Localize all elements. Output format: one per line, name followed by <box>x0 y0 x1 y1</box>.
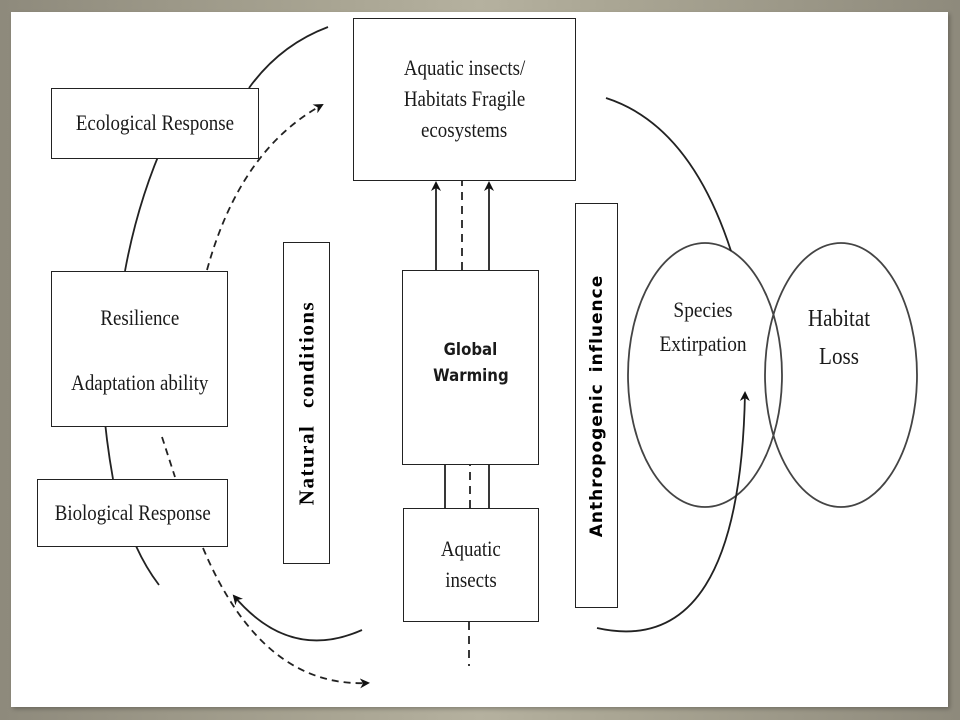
arc-eco-to-top <box>248 26 329 89</box>
ecological-response-label: Ecological Response <box>75 110 235 136</box>
aquatic-habitats-line-3: ecosystems <box>421 116 508 142</box>
habitat-label: Habitat <box>807 306 871 332</box>
resilience-box: Resilience Adaptation ability <box>51 271 228 427</box>
species-label: Species <box>673 297 733 322</box>
species-extirpation-label: Species Extirpation <box>659 293 746 361</box>
dashed-resilience-to-bio <box>161 436 176 478</box>
ecological-response-box: Ecological Response <box>51 88 259 159</box>
aquatic-habitats-line-2: Habitats Fragile <box>403 86 526 112</box>
global-warming-box: Global Warming <box>402 270 539 465</box>
anthropogenic-influence-label: Anthropogenic influence <box>586 274 607 537</box>
dashed-arc-bio-to-bottom <box>202 547 370 689</box>
habitat-loss-circle <box>764 242 918 508</box>
aquatic-habitats-box: Aquatic insects/ Habitats Fragile ecosys… <box>353 18 576 181</box>
natural-conditions-box: Natural conditions <box>283 242 330 564</box>
extirpation-label: Extirpation <box>659 331 747 357</box>
species-extirpation-circle <box>627 242 783 508</box>
anthropogenic-influence-box: Anthropogenic influence <box>575 203 618 608</box>
biological-response-label: Biological Response <box>54 499 211 525</box>
arc-bio-bottom <box>135 545 160 586</box>
loss-label: Loss <box>819 344 859 371</box>
adaptation-ability-label: Adaptation ability <box>70 370 209 396</box>
habitat-loss-label: Habitat Loss <box>808 300 870 377</box>
biological-response-box: Biological Response <box>37 479 228 547</box>
aquatic-insects-box: Aquatic insects <box>403 508 539 622</box>
aquatic-habitats-line-1: Aquatic insects/ <box>403 55 526 81</box>
natural-conditions-label: Natural conditions <box>294 300 318 506</box>
arc-bottom-to-bio <box>232 594 363 642</box>
arc-top-to-species <box>605 97 732 252</box>
resilience-label: Resilience <box>100 305 179 331</box>
global-warming-line-2: Warming <box>432 366 509 387</box>
arc-bottom-to-species <box>596 391 750 633</box>
dashed-arc-resilience-to-top <box>206 104 324 271</box>
aquatic-insects-line-1: Aquatic <box>441 536 501 562</box>
global-warming-line-1: Global <box>443 340 498 360</box>
aquatic-insects-line-2: insects <box>445 567 497 592</box>
